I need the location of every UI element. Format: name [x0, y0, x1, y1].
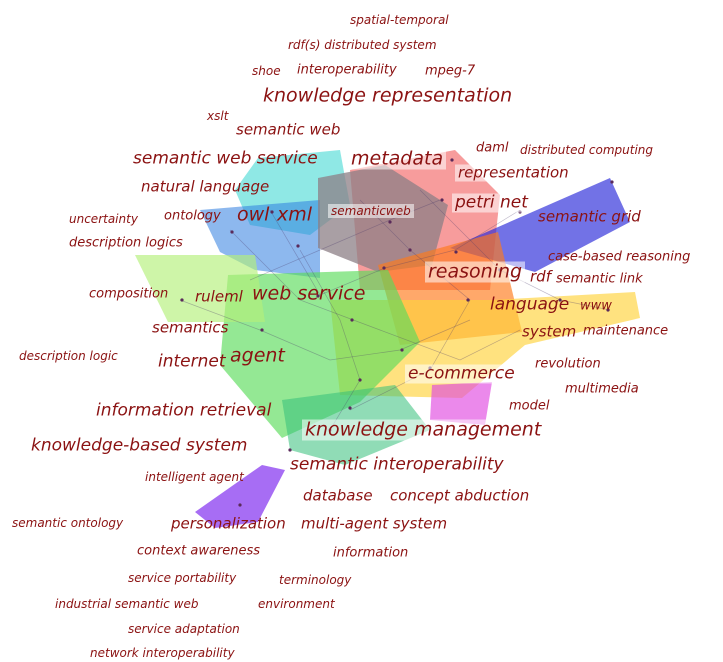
node-dot [238, 503, 242, 507]
cluster-region [200, 200, 320, 278]
term-label: environment [258, 597, 335, 611]
term-label: composition [89, 286, 169, 302]
node-dot [180, 298, 184, 302]
term-label: metadata [348, 148, 447, 170]
term-label: natural language [141, 177, 270, 196]
node-dot [350, 318, 354, 322]
term-label: representation [455, 164, 572, 182]
term-label: service adaptation [128, 622, 240, 636]
term-label: network interoperability [90, 646, 235, 660]
node-dot [316, 294, 320, 298]
term-label: shoe [252, 64, 281, 78]
term-label: internet [158, 351, 226, 372]
node-dot [454, 250, 458, 254]
link-line [179, 299, 471, 361]
term-label: ruleml [195, 287, 243, 306]
term-label: description logic [19, 349, 118, 363]
term-label: reasoning [425, 261, 526, 283]
link-line [249, 199, 441, 281]
term-label: description logics [69, 235, 183, 251]
term-label: rdf(s) distributed system [288, 38, 437, 52]
term-label: model [509, 398, 550, 414]
link-line [349, 199, 471, 411]
term-label: revolution [535, 356, 601, 372]
node-dot [466, 298, 470, 302]
link-line [229, 229, 521, 361]
term-label: knowledge representation [263, 84, 513, 107]
node-dot [270, 210, 274, 214]
term-label: context awareness [137, 543, 261, 559]
term-label: uncertainty [69, 212, 138, 226]
term-label: system [522, 322, 577, 341]
term-label: daml [476, 140, 509, 156]
node-dot [408, 248, 412, 252]
node-dot [450, 158, 454, 162]
term-label: knowledge-based system [31, 435, 248, 456]
node-dot [558, 298, 562, 302]
term-label: case-based reasoning [548, 249, 691, 265]
term-label: ontology [164, 208, 221, 224]
term-label: terminology [279, 573, 352, 587]
term-label: semantic web service [133, 148, 318, 169]
term-label: owl [237, 203, 270, 226]
term-label: xslt [207, 109, 229, 123]
term-label: semantic interoperability [290, 454, 504, 475]
term-label: e-commerce [405, 364, 518, 384]
node-dot [440, 198, 444, 202]
node-dot [348, 406, 352, 410]
term-label: xml [277, 203, 313, 226]
cluster-region [430, 382, 492, 425]
cluster-region [135, 255, 265, 322]
term-label: semantic link [556, 271, 643, 287]
term-label: language [490, 294, 570, 315]
term-label: industrial semantic web [55, 597, 199, 611]
term-label: personalization [171, 514, 286, 533]
link-line [299, 249, 361, 431]
node-dot [400, 348, 404, 352]
term-label: concept abduction [390, 486, 530, 505]
term-label: petri net [452, 193, 531, 213]
term-label: www [580, 298, 612, 314]
term-label: rdf [530, 267, 551, 286]
term-label: maintenance [583, 323, 669, 339]
term-label: web service [252, 282, 366, 305]
cluster-region [220, 270, 420, 438]
term-label: semantic web [236, 120, 341, 139]
node-dot [388, 220, 392, 224]
node-dot [606, 308, 610, 312]
term-label: knowledge management [302, 419, 545, 441]
node-dot [260, 328, 264, 332]
node-dot [610, 180, 614, 184]
term-label: spatial-temporal [350, 13, 449, 27]
node-dot [296, 244, 300, 248]
term-label: semantic grid [538, 207, 641, 226]
term-label: interoperability [297, 62, 397, 78]
term-label: intelligent agent [145, 470, 244, 484]
cluster-region [195, 465, 285, 528]
term-label: service portability [128, 571, 237, 585]
term-label: agent [230, 344, 285, 367]
term-label: information [333, 545, 409, 561]
node-dot [288, 448, 292, 452]
term-label: information retrieval [96, 400, 272, 421]
term-label: distributed computing [520, 143, 654, 157]
term-label: semantic ontology [12, 516, 124, 530]
node-dot [230, 230, 234, 234]
node-dot [358, 378, 362, 382]
term-label: semanticweb [328, 204, 414, 218]
term-label: mpeg-7 [425, 63, 476, 79]
term-label: database [303, 486, 373, 505]
node-dot [382, 266, 386, 270]
cluster-region [318, 165, 448, 272]
term-label: multimedia [565, 381, 639, 397]
link-lines [179, 189, 611, 431]
term-label: multi-agent system [301, 514, 448, 533]
term-label: semantics [152, 318, 229, 337]
